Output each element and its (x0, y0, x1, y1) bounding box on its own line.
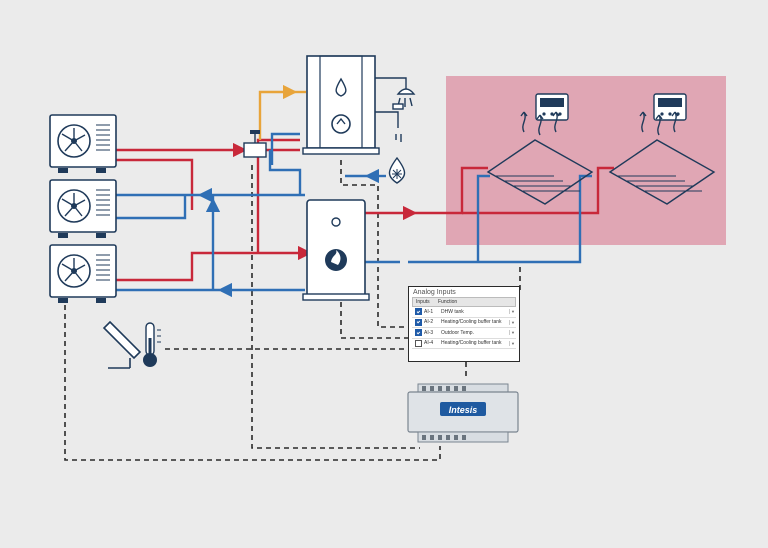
input-function[interactable]: DHW tank (441, 308, 464, 315)
gateway-icon: Intesis (407, 383, 519, 443)
cold-water-icon (388, 156, 406, 184)
input-checkbox[interactable] (415, 339, 422, 347)
input-id: AI-4 (424, 340, 434, 347)
mixing-valve-icon (243, 130, 267, 158)
dhw-pipe (258, 84, 306, 140)
input-checkbox[interactable] (415, 318, 422, 326)
input-id: AI-3 (424, 329, 434, 336)
chevron-down-icon[interactable]: ▼ (509, 340, 516, 346)
input-row-ai-3: AI-3 Outdoor Temp. ▼ (412, 328, 516, 339)
thermometer-icon (143, 322, 161, 367)
input-function[interactable]: Outdoor Temp. (441, 329, 474, 336)
analog-inputs-panel: Analog Inputs Inputs Function AI-1 DHW t… (408, 286, 520, 362)
input-checkbox[interactable] (415, 308, 422, 316)
buffer-tank-icon (302, 199, 370, 301)
chevron-down-icon[interactable]: ▼ (509, 309, 516, 315)
input-row-ai-4: AI-4 Heating/Cooling buffer tank ▼ (412, 339, 516, 349)
underfloor-heating-icon (486, 111, 594, 205)
chevron-down-icon[interactable]: ▼ (509, 330, 516, 336)
column-function: Function (438, 299, 458, 305)
panel-title: Analog Inputs (413, 289, 456, 296)
shower-icon (375, 77, 416, 107)
input-id: AI-2 (424, 319, 434, 326)
input-checkbox[interactable] (415, 329, 422, 337)
gateway-brand: Intesis (449, 405, 478, 415)
heat-pump-1 (49, 114, 117, 173)
thermostat-icon (653, 93, 687, 121)
input-function[interactable]: Heating/Cooling buffer tank (441, 340, 502, 347)
heat-pump-2 (49, 179, 117, 238)
thermostat-icon (535, 93, 569, 121)
solar-panel-icon (102, 320, 142, 369)
input-id: AI-1 (424, 308, 434, 315)
input-function[interactable]: Heating/Cooling buffer tank (441, 319, 502, 326)
column-inputs: Inputs (416, 299, 430, 305)
input-row-ai-2: AI-2 Heating/Cooling buffer tank ▼ (412, 318, 516, 328)
panel-header: Inputs Function (412, 297, 516, 307)
chevron-down-icon[interactable]: ▼ (509, 319, 516, 325)
input-row-ai-1: AI-1 DHW tank ▼ (412, 307, 516, 318)
underfloor-heating-icon (608, 111, 716, 205)
dhw-tank-icon (302, 55, 380, 155)
tap-icon (375, 103, 404, 142)
heat-pump-3 (49, 244, 117, 303)
